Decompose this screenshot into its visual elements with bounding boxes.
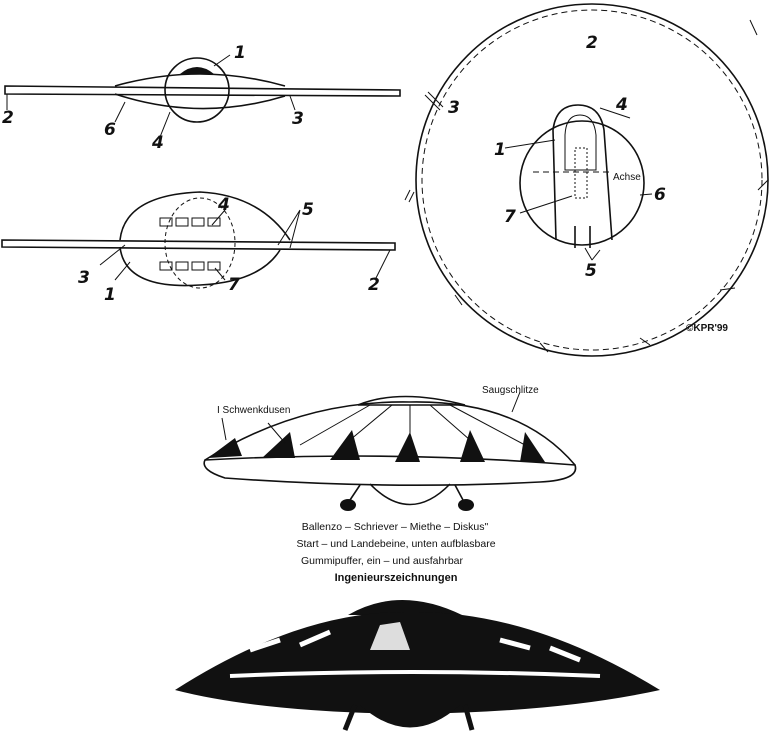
label-2: 2 bbox=[586, 33, 598, 53]
label-achse: Achse bbox=[613, 172, 641, 183]
label-3: 3 bbox=[292, 109, 304, 129]
label-6: 6 bbox=[654, 185, 666, 205]
label-2: 2 bbox=[2, 108, 14, 128]
label-4: 4 bbox=[217, 195, 230, 215]
label-7: 7 bbox=[228, 275, 240, 295]
label-1: 1 bbox=[234, 43, 246, 63]
side-view: 1 2 3 4 6 bbox=[2, 43, 401, 153]
label-6: 6 bbox=[104, 120, 116, 140]
label-3: 3 bbox=[78, 268, 90, 288]
dark-saucer bbox=[175, 600, 660, 731]
caption-line-2: Start – und Landebeine, unten aufblasbar… bbox=[296, 538, 495, 550]
label-7: 7 bbox=[504, 207, 516, 227]
plan-view: 2 3 4 1 Achse 6 7 5 ©KPR'99 bbox=[404, 3, 769, 357]
label-5: 5 bbox=[585, 261, 597, 281]
label-4: 4 bbox=[151, 133, 164, 153]
copyright: ©KPR'99 bbox=[686, 323, 728, 334]
annotation-saugschlitze: Saugschlitze bbox=[482, 385, 539, 396]
saucer-illustration: I Schwenkdusen Saugschlitze Ballenzo – S… bbox=[203, 385, 577, 584]
label-2: 2 bbox=[368, 275, 380, 295]
section-view: 4 5 3 1 7 2 bbox=[1, 191, 396, 305]
label-5: 5 bbox=[302, 200, 314, 220]
label-1: 1 bbox=[104, 285, 116, 305]
caption-line-1: Ballenzo – Schriever – Miethe – Diskus" bbox=[302, 521, 489, 533]
label-1: 1 bbox=[494, 140, 506, 160]
annotation-schwenkdusen: I Schwenkdusen bbox=[217, 405, 290, 416]
caption-line-3: Gummipuffer, ein – und ausfahrbar bbox=[301, 555, 464, 567]
caption-title: Ingenieurszeichnungen bbox=[335, 572, 458, 584]
label-4: 4 bbox=[615, 95, 628, 115]
label-3: 3 bbox=[448, 98, 460, 118]
